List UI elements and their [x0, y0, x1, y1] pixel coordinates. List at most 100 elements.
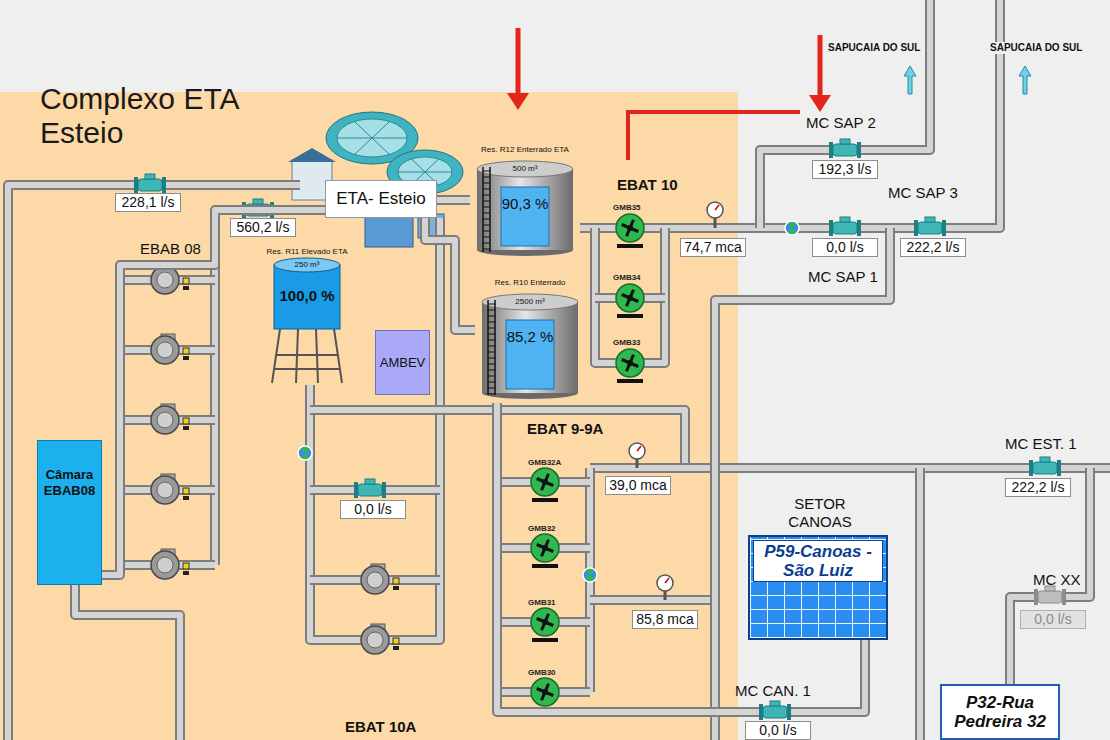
ladder-rung	[488, 364, 495, 365]
pump-symbol	[531, 534, 559, 568]
tank-body	[477, 169, 573, 250]
status-light	[393, 646, 399, 650]
pipe-core	[75, 585, 180, 740]
meter-flange	[134, 177, 138, 193]
valve-symbol	[298, 446, 312, 460]
ladder-rung	[488, 316, 495, 317]
value-readout: 39,0 mca	[605, 476, 671, 495]
pipe-connector	[437, 200, 470, 201]
valve-wedge	[788, 228, 796, 234]
station-box: P32-Rua Pedreira 32	[940, 684, 1060, 740]
meter-name: MC EST. 1	[1005, 435, 1077, 452]
ladder-rung	[483, 243, 490, 244]
pipe-core	[595, 228, 665, 363]
tank-name: Res. R10 Enterrado	[495, 278, 566, 288]
pipe-connector	[102, 210, 325, 575]
status-bar	[532, 498, 558, 502]
valve-wedge	[586, 575, 594, 581]
value-readout: 74,7 mca	[680, 238, 746, 257]
ladder-rung	[488, 370, 495, 371]
gauge-dial	[629, 443, 645, 459]
pipe	[75, 585, 180, 740]
intake-chamber: Câmara EBAB08	[37, 440, 102, 585]
clarifier-spoke	[412, 172, 426, 185]
sector-panel: SETOR CANOASP59-Canoas - São Luiz	[748, 535, 888, 640]
ladder-rail	[489, 167, 491, 252]
annotation-arrow-shaft	[818, 35, 823, 98]
value-readout: 0,0 l/s	[812, 238, 878, 257]
pipe-core	[497, 689, 590, 695]
pump-symbol	[151, 474, 189, 504]
meter-head	[770, 701, 780, 706]
meter-name: EBAB 08	[140, 240, 201, 257]
level-window	[501, 187, 549, 246]
value-readout: 0,0 l/s	[745, 721, 811, 740]
meter-flange	[162, 177, 166, 193]
meter-body	[918, 222, 942, 234]
meter-body	[1038, 591, 1062, 603]
annotation-arrow	[809, 35, 831, 112]
meter-flange	[759, 704, 763, 720]
pump-symbol	[151, 549, 189, 579]
elevated-reservoir: Res. R11 Elevado ETA250 m³100,0 %	[262, 245, 352, 385]
meter-flange	[1029, 460, 1033, 476]
building	[365, 215, 413, 247]
flow-meter	[829, 139, 861, 158]
meter-flange	[829, 220, 833, 236]
pump-symbol	[151, 334, 189, 364]
pump-casing	[151, 551, 179, 579]
flow-meter	[1029, 457, 1061, 476]
status-light	[183, 426, 189, 430]
ladder-rung	[488, 310, 495, 311]
ladder-rung	[483, 249, 490, 250]
pipe-core	[917, 468, 923, 740]
status-light	[393, 578, 399, 584]
pump-casing	[531, 608, 559, 636]
tank-name: Res. R11 Elevado ETA	[266, 247, 347, 257]
pump-casing	[361, 626, 389, 654]
status-light	[183, 496, 189, 500]
customer-name: AMBEV	[380, 355, 426, 370]
pipe-core	[580, 0, 1000, 228]
tank-top	[477, 161, 573, 177]
pump-symbol	[361, 564, 399, 594]
meter-body	[833, 144, 857, 156]
meter-head	[840, 139, 850, 144]
pipe-core	[425, 218, 475, 330]
ladder-rung	[483, 219, 490, 220]
pump-symbol	[531, 468, 559, 502]
ladder-rung	[488, 358, 495, 359]
valve-wedge	[586, 569, 594, 575]
gauge-stem	[636, 459, 639, 468]
pump-casing	[531, 678, 559, 706]
valve-symbol	[785, 221, 799, 235]
meter-flange	[857, 142, 861, 158]
valve-wedge	[301, 453, 309, 459]
pipe	[595, 228, 665, 363]
tank-name: Res. R12 Enterrado ETA	[481, 145, 569, 155]
meter-head	[840, 217, 850, 222]
ladder-rung	[483, 171, 490, 172]
meter-head	[1040, 457, 1050, 462]
pump-tag: GMB32	[528, 524, 556, 533]
pump-tag: GMB34	[613, 273, 641, 282]
meter-body	[763, 706, 787, 718]
tank-level: 85,2 %	[507, 328, 554, 345]
ladder-rung	[488, 304, 495, 305]
meter-body	[138, 179, 162, 191]
clarifier-spoke	[372, 138, 390, 154]
status-bar	[617, 314, 643, 318]
pump-impeller	[157, 557, 173, 573]
pipe-core	[437, 197, 470, 203]
reservoir-tank: Res. R12 Enterrado ETA500 m³90,3 %	[470, 145, 580, 260]
tower-leg	[274, 368, 340, 370]
pump-symbol	[151, 404, 189, 434]
clarifier	[387, 150, 463, 194]
pipe-wall	[590, 595, 715, 605]
value-readout: 0,0 l/s	[340, 500, 406, 519]
ladder-rung	[483, 207, 490, 208]
pump-casing	[151, 476, 179, 504]
outflow-arrow	[1019, 66, 1031, 94]
annotation-arrow	[507, 28, 529, 110]
pump-casing	[616, 284, 644, 312]
